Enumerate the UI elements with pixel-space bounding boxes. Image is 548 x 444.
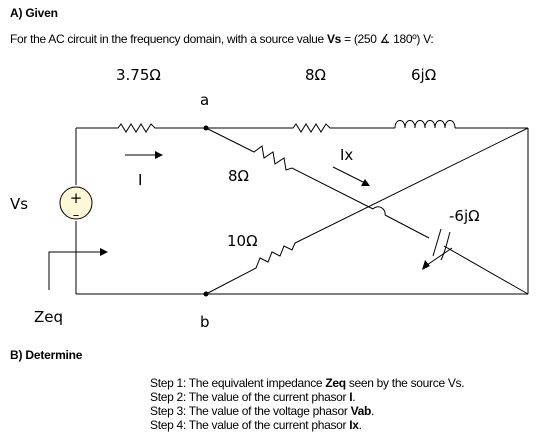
step-3-tail: . xyxy=(371,404,375,418)
step-1-tail: seen by the source Vs. xyxy=(345,376,465,390)
step-4: Step 4: The value of the current phasor … xyxy=(150,418,464,432)
intro-source-name: Vs xyxy=(326,32,342,46)
label-inductor-6j: 6jΩ xyxy=(411,66,436,84)
capacitor-arrow xyxy=(426,247,453,266)
step-1-bold: Zeq xyxy=(325,376,346,390)
label-node-a: a xyxy=(200,91,209,109)
intro-prefix: For the AC circuit in the frequency doma… xyxy=(10,32,327,46)
label-source-vs: Vs xyxy=(10,195,28,213)
diagonal-8-resistor xyxy=(205,127,374,210)
current-i-arrowhead xyxy=(155,151,163,159)
label-current-i: I xyxy=(138,171,142,189)
steps-list: Step 1: The equivalent impedance Zeq see… xyxy=(150,376,465,432)
problem-statement: For the AC circuit in the frequency doma… xyxy=(10,32,434,46)
step-2-text: Step 2: The value of the current phasor xyxy=(150,390,350,404)
capacitor-plate-1 xyxy=(432,228,442,257)
step-2-bold: I xyxy=(349,390,353,404)
resistor-3.75-symbol xyxy=(76,123,206,133)
intro-suffix: = (250 ∡ 180º) V: xyxy=(341,32,434,46)
step-3-text: Step 3: The value of the voltage phasor xyxy=(150,404,351,418)
capacitor-to-bottom-right xyxy=(443,245,529,295)
step-1: Step 1: The equivalent impedance Zeq see… xyxy=(150,376,465,390)
zeq-arrowhead xyxy=(100,248,108,256)
inductor-6j-symbol xyxy=(394,120,456,129)
label-resistor-8-diagonal: 8Ω xyxy=(228,167,249,185)
current-ix-arrowhead xyxy=(361,179,370,186)
node-a-dot xyxy=(203,125,209,131)
step-2-tail: . xyxy=(352,390,356,404)
diagonal-to-capacitor xyxy=(384,214,430,239)
diagonal-10-resistor xyxy=(205,127,529,295)
capacitor-arrowhead xyxy=(422,260,430,270)
label-resistor-10: 10Ω xyxy=(227,232,258,250)
section-b-heading: B) Determine xyxy=(10,348,83,362)
source-plus-sign: + xyxy=(70,189,83,207)
node-b-dot xyxy=(203,291,209,297)
capacitor-plate-2 xyxy=(440,231,451,261)
resistor-8-top-symbol xyxy=(206,123,395,133)
step-4-text: Step 4: The value of the current phasor xyxy=(150,418,350,432)
step-1-text: Step 1: The equivalent impedance xyxy=(150,376,326,390)
label-capacitor: -6jΩ xyxy=(449,207,480,225)
label-current-ix: Ix xyxy=(340,146,353,164)
label-resistor-8-top: 8Ω xyxy=(305,66,326,84)
step-3-bold: Vab xyxy=(350,404,372,418)
step-4-tail: . xyxy=(358,418,362,432)
label-node-b: b xyxy=(200,313,210,331)
voltage-source-symbol xyxy=(59,186,93,220)
source-minus-sign: – xyxy=(73,208,80,223)
current-ix-arrow xyxy=(332,166,366,184)
section-a-heading: A) Given xyxy=(10,6,58,20)
step-3: Step 3: The value of the voltage phasor … xyxy=(150,404,464,418)
step-2: Step 2: The value of the current phasor … xyxy=(150,390,464,404)
label-zeq: Zeq xyxy=(34,308,63,326)
label-resistor-3.75: 3.75Ω xyxy=(116,66,161,84)
zeq-arrow xyxy=(48,251,103,290)
step-4-bold: Ix xyxy=(349,418,359,432)
wire-crossover-hop xyxy=(372,206,386,216)
